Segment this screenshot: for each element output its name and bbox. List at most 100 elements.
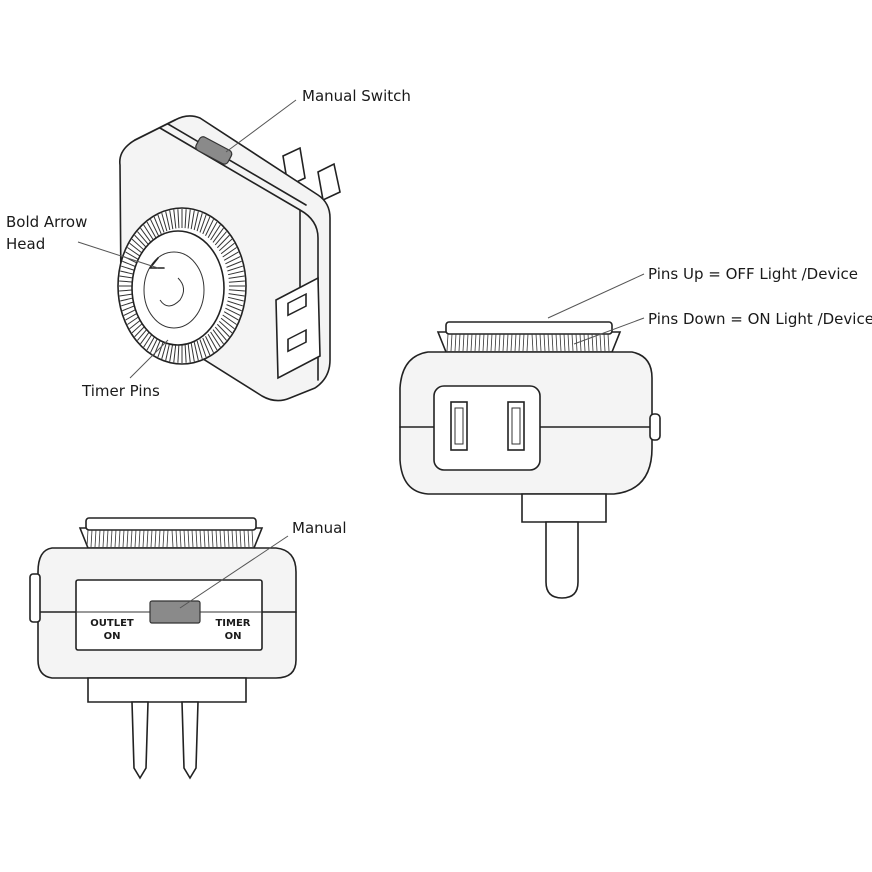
- pin-tick: [191, 529, 194, 548]
- pin-tick: [205, 219, 214, 236]
- pin-tick: [122, 529, 125, 548]
- pin-tick: [239, 529, 242, 548]
- label-bold-arrow-head: Head: [6, 235, 45, 253]
- pin-tick: [559, 333, 562, 352]
- pin-tick: [199, 339, 207, 358]
- pin-tick: [162, 529, 165, 548]
- pin-tick: [207, 221, 218, 239]
- pin-tick: [165, 211, 171, 231]
- pin-tick: [183, 529, 186, 548]
- pin-tick: [126, 529, 129, 548]
- pin-tick: [225, 256, 241, 265]
- pin-tick: [247, 529, 250, 548]
- pin-tick: [228, 293, 245, 297]
- pin-tick: [187, 209, 191, 229]
- pin-tick: [193, 341, 199, 361]
- label-outlet-on: ON: [104, 631, 121, 642]
- pin-tick: [165, 341, 171, 361]
- front-outlet: [433, 385, 541, 471]
- pin-tick: [446, 333, 449, 352]
- pin-tick: [205, 336, 214, 353]
- pin-tick: [177, 209, 180, 229]
- pin-tick: [223, 529, 226, 548]
- label-manual-switch: Manual Switch: [302, 87, 411, 105]
- pin-tick: [127, 247, 142, 258]
- pin-tick: [134, 529, 137, 548]
- pin-tick: [175, 529, 178, 548]
- pin-tick: [218, 238, 233, 252]
- label-pins-down: Pins Down = ON Light /Device: [648, 310, 872, 328]
- pin-tick: [486, 333, 489, 352]
- pin-tick: [137, 231, 150, 246]
- pin-tick: [228, 275, 245, 279]
- pin-tick: [543, 333, 546, 352]
- pin-tick: [202, 216, 211, 235]
- prong-right: [181, 701, 199, 780]
- pin-tick: [177, 343, 180, 363]
- pin-tick: [207, 333, 218, 351]
- pin-tick: [478, 333, 481, 352]
- pin-tick: [110, 529, 113, 548]
- pin-tick: [220, 317, 235, 330]
- pin-tick: [90, 529, 93, 548]
- pin-tick: [212, 329, 224, 345]
- pin-tick: [514, 333, 517, 352]
- pin-tick: [203, 529, 206, 548]
- pin-tick: [169, 342, 174, 362]
- pin-tick: [227, 300, 244, 307]
- pin-tick: [146, 529, 149, 548]
- pin-tick: [138, 529, 141, 548]
- pin-tick: [171, 529, 174, 548]
- manual-slider: [149, 600, 201, 624]
- pin-tick: [131, 238, 146, 252]
- pin-tick: [114, 529, 117, 548]
- pin-tick: [498, 333, 501, 352]
- dial-pins-front: [86, 529, 254, 548]
- pin-tick: [227, 296, 244, 302]
- pin-tick: [190, 210, 195, 230]
- pin-tick: [223, 251, 239, 261]
- pin-tick: [454, 333, 457, 352]
- pin-tick: [506, 333, 509, 352]
- pin-tick: [166, 529, 169, 548]
- pin-tick: [210, 224, 221, 241]
- pin-tick: [215, 529, 218, 548]
- pin-tick: [539, 333, 542, 352]
- pin-tick: [154, 529, 157, 548]
- pin-tick: [173, 209, 177, 229]
- pin-tick: [212, 227, 224, 243]
- pin-tick: [219, 529, 222, 548]
- pin-tick: [134, 234, 148, 249]
- pin-tick: [235, 529, 238, 548]
- side-view: [399, 321, 661, 599]
- pin-tick: [225, 307, 241, 316]
- pin-tick: [226, 260, 242, 268]
- pin-tick: [222, 314, 237, 325]
- pin-tick: [193, 211, 199, 231]
- front-view: [29, 517, 297, 780]
- label-timer-pins: Timer Pins: [81, 382, 160, 400]
- pin-tick: [102, 529, 105, 548]
- dial-pins-side: [446, 333, 610, 352]
- pin-tick: [251, 529, 254, 548]
- pin-tick: [510, 333, 513, 352]
- pin-tick: [216, 323, 230, 338]
- pin-tick: [195, 529, 198, 548]
- pin-tick: [567, 333, 570, 352]
- pin-tick: [575, 333, 578, 352]
- pin-tick: [218, 320, 233, 334]
- pin-tick: [94, 529, 97, 548]
- pin-tick: [231, 529, 234, 548]
- pin-tick: [86, 529, 89, 548]
- pin-tick: [211, 529, 214, 548]
- manual-switch: [195, 136, 233, 165]
- pin-tick: [228, 289, 245, 292]
- label-outlet: OUTLET: [90, 618, 134, 629]
- pin-tick: [216, 234, 230, 249]
- pin-tick: [458, 333, 461, 352]
- pin-tick: [603, 333, 606, 352]
- pin-tick: [210, 331, 221, 348]
- pin-tick: [190, 342, 195, 362]
- pin-tick: [199, 214, 207, 233]
- pin-tick: [202, 337, 211, 356]
